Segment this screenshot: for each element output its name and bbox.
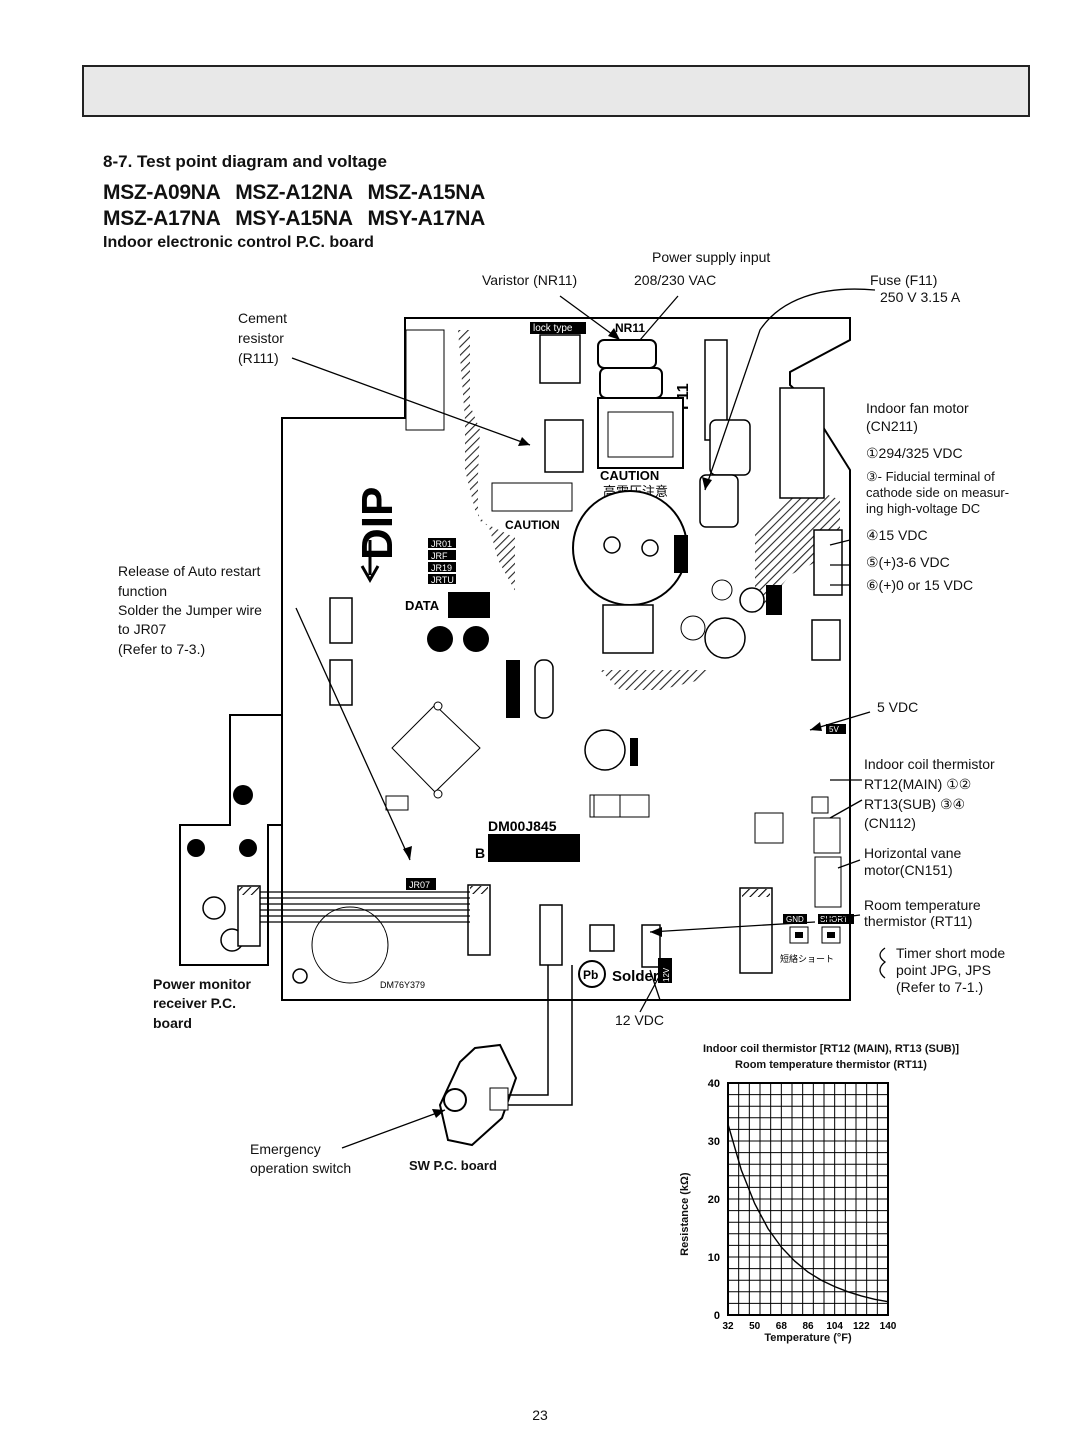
chart-x-tick: 32: [722, 1321, 734, 1332]
chart-y-tick: 0: [714, 1310, 720, 1322]
sw-board: [438, 1043, 518, 1147]
chart-y-tick: 10: [708, 1252, 720, 1264]
vane-motor-label-2: motor(CN151): [864, 862, 953, 878]
chart-y-tick: 20: [708, 1194, 720, 1206]
emergency-switch-label-2: operation switch: [250, 1160, 352, 1176]
auto-restart-label-2: function: [118, 583, 168, 599]
model-list-line-2: MSZ-A17NA MSY-A15NA MSY-A17NA: [103, 207, 485, 230]
auto-restart-label-4: to JR07: [118, 621, 167, 637]
header-title-box: [82, 65, 1030, 117]
board-subtitle: Indoor electronic control P.C. board: [103, 234, 374, 251]
chart-series-line: [727, 1124, 889, 1303]
chart-frame: [727, 1082, 889, 1316]
b-label: B: [475, 845, 485, 861]
chart-x-tick: 50: [749, 1321, 761, 1332]
room-thermistor-label-2: thermistor (RT11): [864, 913, 973, 929]
board-code-2: DM76Y379: [380, 980, 425, 990]
voltage-point-4: ④15 VDC: [866, 527, 928, 543]
chart-x-tick: 68: [776, 1321, 788, 1332]
jrtu-label: JRTU: [431, 575, 454, 585]
12vdc-label: 12 VDC: [615, 1012, 665, 1028]
jr01-label: JR01: [431, 539, 452, 549]
sw-pc-board-label: SW P.C. board: [409, 1158, 497, 1173]
chart-x-tick: 140: [880, 1321, 897, 1332]
auto-restart-label-3: Solder the Jumper wire: [118, 602, 262, 618]
chart-y-tick: 40: [708, 1078, 720, 1090]
voltage-point-3-line3: ing high-voltage DC: [866, 501, 981, 516]
coil-thermistor-label-3: RT13(SUB) ③④: [864, 796, 966, 812]
voltage-point-1: ①294/325 VDC: [866, 445, 963, 461]
nr11-label: NR11: [615, 321, 645, 335]
section-title: 8-7. Test point diagram and voltage: [103, 152, 388, 171]
caution-label-1: CAUTION: [600, 468, 659, 483]
gnd-tag: GND: [786, 915, 804, 924]
emergency-switch-label-1: Emergency: [250, 1141, 321, 1157]
thermistor-chart: 0 10 20 30 40 32 50 68 86 104 122 140: [708, 1078, 897, 1332]
chart-title-line-1: Indoor coil thermistor [RT12 (MAIN), RT1…: [702, 1043, 960, 1055]
pb-mark: Pb: [583, 968, 598, 982]
voltage-point-3-line2: cathode side on measur-: [866, 485, 1010, 500]
data-label: DATA: [405, 598, 440, 613]
chart-x-tick: 122: [853, 1321, 870, 1332]
vane-motor-label-1: Horizontal vane: [864, 845, 962, 861]
power-monitor-label-1: Power monitor: [153, 976, 252, 992]
jr07-label: JR07: [409, 880, 430, 890]
5vdc-label: 5 VDC: [877, 699, 919, 715]
page-number: 23: [532, 1407, 548, 1423]
voltage-point-3-line1: ③- Fiducial terminal of: [866, 469, 995, 484]
lock-type-label: lock type: [533, 323, 573, 334]
chart-x-label: Temperature (°F): [764, 1332, 852, 1344]
timer-short-label-1: Timer short mode: [896, 945, 1006, 961]
cement-resistor-label-3: (R111): [238, 350, 279, 366]
fan-motor-label-2: (CN211): [866, 418, 918, 434]
12v-tag: 12V: [662, 967, 671, 982]
short-tag: SHORT: [820, 915, 848, 924]
jr19-label: JR19: [431, 563, 452, 573]
room-thermistor-label-1: Room temperature: [864, 897, 981, 913]
caution-label-2: CAUTION: [505, 518, 560, 532]
5v-tag: 5V: [829, 725, 839, 734]
voltage-point-6: ⑥(+)0 or 15 VDC: [866, 577, 974, 593]
chart-y-label: Resistance (kΩ): [678, 1172, 691, 1256]
coil-thermistor-label-4: (CN112): [864, 815, 916, 831]
fuse-rating-label: 250 V 3.15 A: [880, 289, 961, 305]
board-code: DM00J845: [488, 818, 557, 834]
auto-restart-label-1: Release of Auto restart: [118, 563, 261, 579]
vac-label: 208/230 VAC: [634, 272, 717, 288]
auto-restart-label-5: (Refer to 7-3.): [118, 641, 206, 657]
model-list-line-1: MSZ-A09NA MSZ-A12NA MSZ-A15NA: [103, 181, 485, 204]
chart-x-tick: 104: [826, 1321, 843, 1332]
chart-title-line-2: Room temperature thermistor (RT11): [735, 1059, 927, 1071]
varistor-label: Varistor (NR11): [482, 272, 578, 288]
dip-mark: DIP: [353, 487, 402, 560]
chart-x-tick: 86: [802, 1321, 814, 1332]
coil-thermistor-label-1: Indoor coil thermistor: [864, 756, 995, 772]
jrf-label: JRF: [431, 551, 448, 561]
timer-short-label-3: (Refer to 7-1.): [896, 979, 984, 995]
chart-y-tick: 30: [708, 1136, 720, 1148]
cement-resistor-label-1: Cement: [238, 310, 288, 326]
voltage-point-5: ⑤(+)3-6 VDC: [866, 554, 950, 570]
cement-resistor-label-2: resistor: [238, 330, 284, 346]
coil-thermistor-label-2: RT12(MAIN) ①②: [864, 776, 972, 792]
short-jp-text: 短絡ショート: [780, 953, 834, 964]
power-monitor-label-2: receiver P.C.: [153, 995, 237, 1011]
power-monitor-label-3: board: [153, 1015, 192, 1031]
timer-short-label-2: point JPG, JPS: [896, 962, 991, 978]
fuse-label: Fuse (F11): [870, 272, 938, 288]
fan-motor-label-1: Indoor fan motor: [866, 400, 969, 416]
solder-mark: Solder: [612, 968, 659, 985]
power-supply-label: Power supply input: [652, 249, 771, 265]
